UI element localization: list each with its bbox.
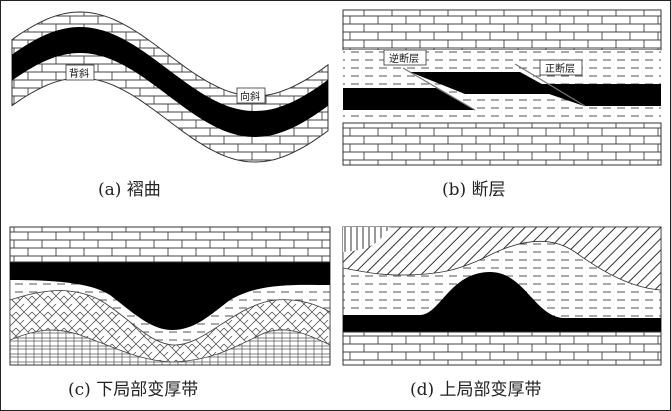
syncline-label: 向斜 <box>236 87 266 104</box>
coal-seam-right <box>520 84 661 106</box>
hatched-layer <box>342 226 662 291</box>
svg-text:背斜: 背斜 <box>69 67 89 80</box>
panel-b-fault: 逆断层 正断层 <box>342 9 662 166</box>
limestone-layer <box>9 226 331 263</box>
panel-a-fold: 背斜 向斜 <box>11 11 329 163</box>
coal-seam-left <box>343 88 475 110</box>
reverse-fault-line <box>402 67 476 111</box>
svg-text:向斜: 向斜 <box>240 90 260 103</box>
normal-fault-line <box>514 63 586 107</box>
caption-c: (c) 下局部变厚带 <box>68 380 199 400</box>
coal-seam-middle <box>410 72 560 94</box>
panel-c-lower-thickening <box>9 226 331 366</box>
anticline-label: 背斜 <box>65 64 95 81</box>
coal-seam-thick <box>10 262 330 330</box>
coal-seam <box>12 27 328 137</box>
vertical-lined-layer <box>343 227 390 252</box>
svg-text:逆断层: 逆断层 <box>389 52 419 65</box>
reverse-fault-label: 逆断层 <box>383 49 427 66</box>
caption-b: (b) 断层 <box>442 180 506 200</box>
caption-d: (d) 上局部变厚带 <box>410 380 542 400</box>
coal-seam-bump <box>343 272 661 332</box>
caption-a: (a) 褶曲 <box>98 180 161 200</box>
normal-fault-label: 正断层 <box>539 59 583 76</box>
limestone-layer <box>342 331 662 366</box>
svg-text:正断层: 正断层 <box>545 62 575 75</box>
panel-d-upper-thickening <box>342 226 662 366</box>
